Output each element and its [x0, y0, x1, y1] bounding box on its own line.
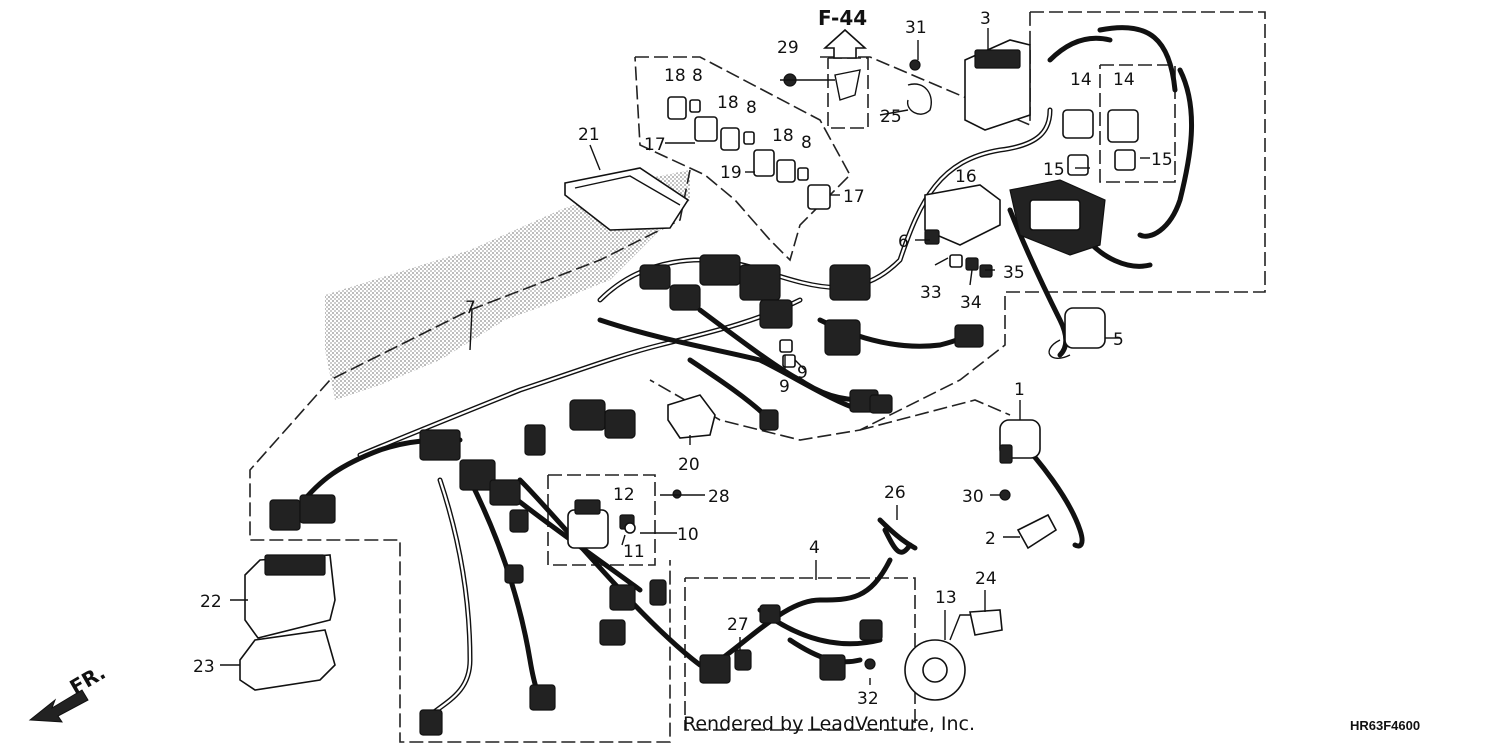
callout-25: 25: [880, 107, 902, 127]
callout-19: 19: [720, 163, 742, 183]
part-16-fuse-box: [924, 184, 1001, 246]
callout-16: 16: [955, 167, 977, 187]
callout-31: 31: [905, 18, 927, 38]
callout-8b: 8: [746, 98, 757, 118]
callout-9b: 9: [797, 363, 808, 383]
small-fasteners: [619, 59, 1011, 670]
part-14-switches: [1062, 109, 1139, 176]
leader-lines: [220, 28, 1150, 685]
diagram-code: HR63F4600: [1350, 718, 1420, 733]
callout-8a: 8: [692, 66, 703, 86]
callout-2: 2: [985, 529, 996, 549]
group-frame-right-inner: [1099, 64, 1176, 183]
callout-7: 7: [465, 298, 476, 318]
callout-1: 1: [1014, 380, 1025, 400]
callout-6: 6: [898, 232, 909, 252]
callout-10: 10: [677, 525, 699, 545]
group-frame-bracket-inner: [827, 57, 869, 129]
reference-arrow: [822, 28, 868, 59]
group-frame-relays: [634, 56, 851, 262]
relay-group-18-8-17-19: [667, 96, 831, 210]
part-5-solenoid: [1048, 307, 1106, 359]
part-23-ecu-holder: [239, 629, 336, 691]
callout-24: 24: [975, 569, 997, 589]
part-3-control-unit: [964, 39, 1031, 131]
callout-12: 12: [613, 485, 635, 505]
callout-4: 4: [809, 538, 820, 558]
callout-15b: 15: [1151, 150, 1173, 170]
part-22-ecu: [244, 554, 336, 639]
callout-18c: 18: [772, 126, 794, 146]
callout-27: 27: [727, 615, 749, 635]
callout-29: 29: [777, 38, 799, 58]
part-2-spark-cap: [1016, 513, 1058, 550]
front-marker-label: FR.: [66, 660, 110, 699]
reference-link-label: F-44: [818, 6, 867, 30]
callout-labels: 1 2 3 4 5 6 7 8 8 8 9 9 10 11 12 13 14 1…: [193, 9, 1173, 709]
connector-cluster-left: [269, 399, 779, 736]
callout-11: 11: [623, 542, 645, 562]
front-direction-arrow: [28, 689, 89, 723]
credit-text: Rendered by LeadVenture, Inc.: [683, 713, 975, 735]
shaded-frame-area: [325, 170, 690, 400]
callout-32: 32: [857, 689, 879, 709]
connector-cluster-center: [639, 254, 984, 414]
callout-17b: 17: [843, 187, 865, 207]
callout-35: 35: [1003, 263, 1025, 283]
callout-18a: 18: [664, 66, 686, 86]
callout-30: 30: [962, 487, 984, 507]
callout-18b: 18: [717, 93, 739, 113]
part-10-switch: [567, 499, 609, 549]
part-24-bracket: [969, 609, 1003, 636]
callout-26: 26: [884, 483, 906, 503]
callout-34: 34: [960, 293, 982, 313]
callout-15a: 15: [1043, 160, 1065, 180]
callout-8c: 8: [801, 133, 812, 153]
callout-28: 28: [708, 487, 730, 507]
group-frame-left: [249, 169, 691, 743]
callout-21: 21: [578, 125, 600, 145]
part-20-relay: [667, 394, 716, 439]
callout-9a: 9: [779, 377, 790, 397]
callout-20: 20: [678, 455, 700, 475]
callout-5: 5: [1113, 330, 1124, 350]
callout-3: 3: [980, 9, 991, 29]
callout-22: 22: [200, 592, 222, 612]
callout-13: 13: [935, 588, 957, 608]
part-1-ignition-coil: [999, 419, 1041, 464]
callout-14b: 14: [1113, 70, 1135, 90]
callout-23: 23: [193, 657, 215, 677]
part-fuse-block: [1009, 179, 1106, 256]
callout-33: 33: [920, 283, 942, 303]
group-frame-right: [649, 11, 1266, 441]
callout-17a: 17: [644, 135, 666, 155]
part-21-cover: [564, 167, 690, 231]
callout-14a: 14: [1070, 70, 1092, 90]
group-frame-subharness: [684, 577, 916, 731]
part-4-subharness-connectors: [699, 527, 913, 684]
group-frame-switch: [547, 474, 656, 566]
part-13-horn: [904, 614, 975, 701]
group-frame-ignition: [859, 399, 1011, 431]
